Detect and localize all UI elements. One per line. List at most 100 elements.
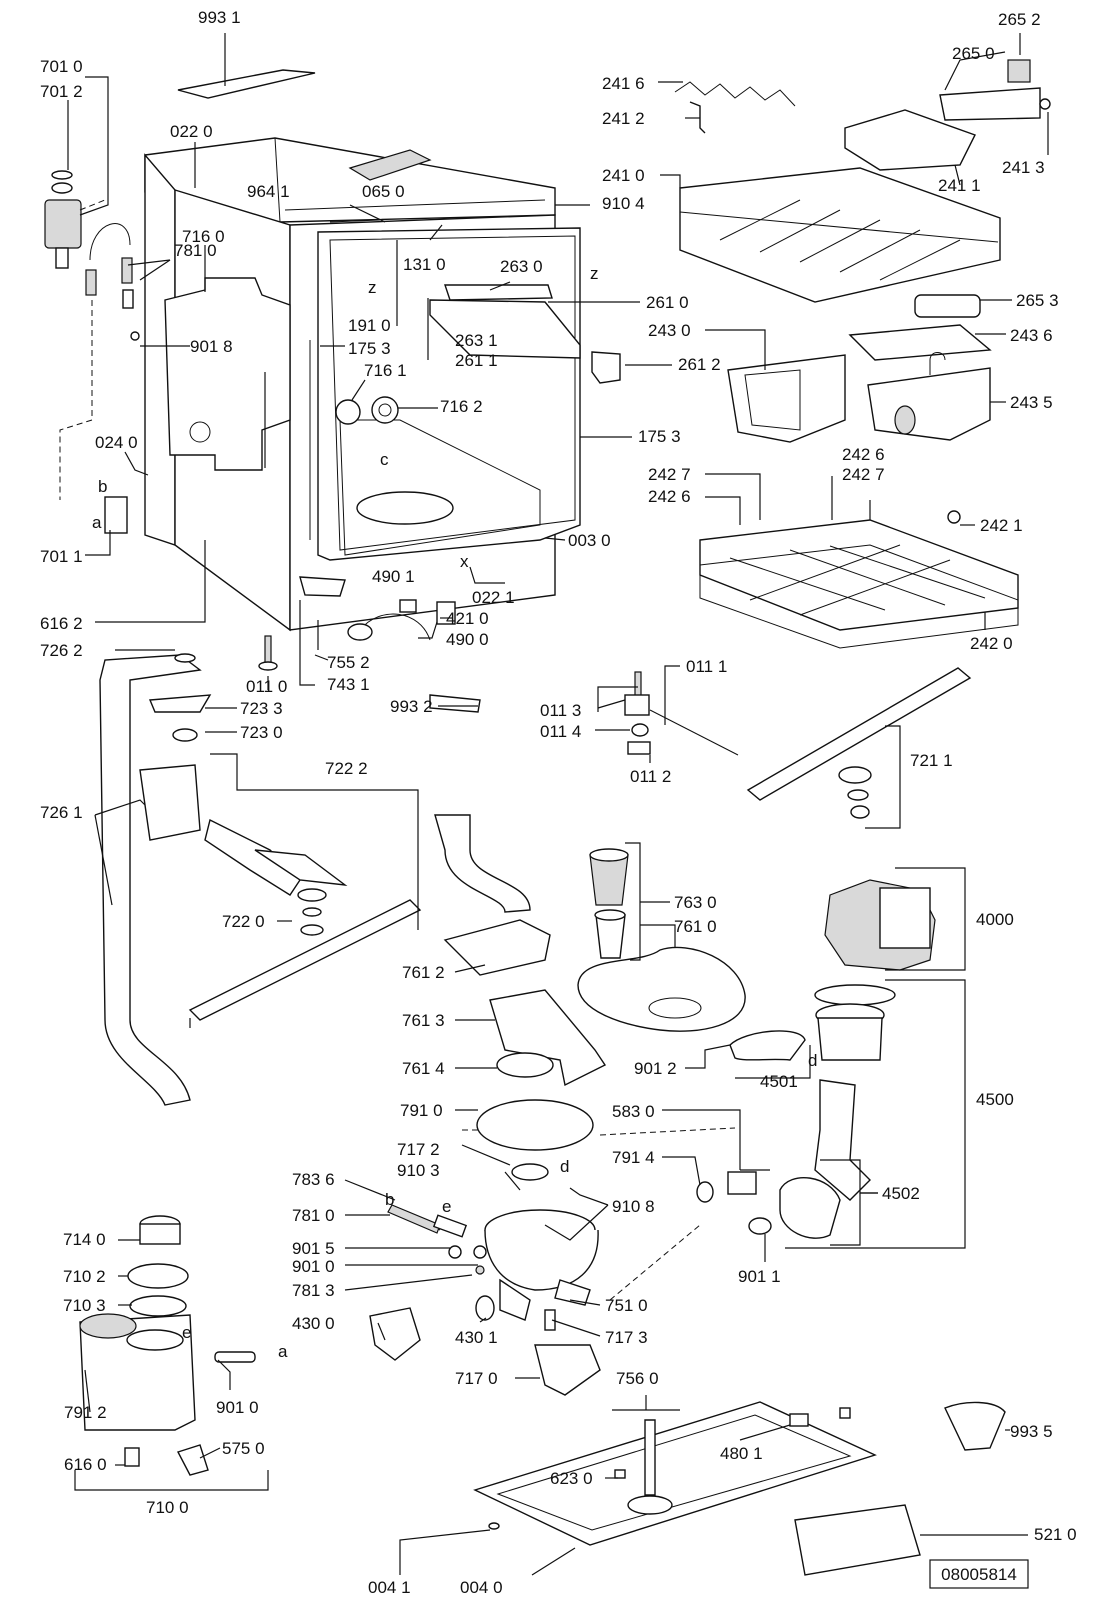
part-number-label: 4500 — [976, 1090, 1014, 1109]
part-number-label: 583 0 — [612, 1102, 655, 1121]
tub-housing — [144, 137, 621, 632]
part-number-label: 261 2 — [678, 355, 721, 374]
part-number-label: 721 1 — [910, 751, 953, 770]
part-number-label: 243 0 — [648, 321, 691, 340]
part-number-label: 791 4 — [612, 1148, 655, 1167]
part-number-label: 011 2 — [630, 767, 671, 786]
part-number-label: 175 3 — [348, 339, 391, 358]
part-number-label: 901 8 — [190, 337, 233, 356]
part-number-label: 761 3 — [402, 1011, 445, 1030]
part-number-label: 011 3 — [540, 701, 581, 720]
part-number-label: 265 0 — [952, 44, 995, 63]
part-number-label: 751 0 — [605, 1296, 648, 1315]
part-drawings — [44, 59, 1051, 1576]
bracket-011 — [624, 671, 739, 756]
small-bottom-parts — [258, 576, 481, 713]
part-number-label: 910 3 — [397, 1161, 440, 1180]
part-number-label: 726 2 — [40, 641, 83, 660]
part-number-label: 761 2 — [402, 963, 445, 982]
filters-763 — [577, 848, 746, 1032]
lower-basket — [699, 510, 1019, 649]
ref-letter: e — [442, 1197, 451, 1216]
part-number-label: 241 1 — [938, 176, 981, 195]
ref-letter: b — [385, 1190, 394, 1209]
hose-connector-701 — [44, 170, 140, 534]
part-number-label: 243 6 — [1010, 326, 1053, 345]
part-number-label: 241 0 — [602, 166, 645, 185]
part-number-label: 781 0 — [174, 241, 217, 260]
part-number-label: 004 0 — [460, 1578, 503, 1597]
ref-letter: d — [560, 1157, 569, 1176]
part-number-label: 003 0 — [568, 531, 611, 550]
part-number-label: 616 2 — [40, 614, 83, 633]
part-number-label: 242 7 — [648, 465, 691, 484]
drawing-id-box: 08005814 — [929, 1559, 1029, 1589]
ref-letter: z — [590, 264, 599, 283]
part-number-label: 710 3 — [63, 1296, 106, 1315]
part-number-label: 791 2 — [64, 1403, 107, 1422]
upper-basket — [674, 59, 1051, 318]
part-number-label: 722 2 — [325, 759, 368, 778]
part-number-label: 191 0 — [348, 316, 391, 335]
part-number-label: 241 3 — [1002, 158, 1045, 177]
ref-letter: z — [368, 278, 377, 297]
part-number-label: 265 2 — [998, 10, 1041, 29]
part-number-label: 910 4 — [602, 194, 645, 213]
part-number-label: 175 3 — [638, 427, 681, 446]
part-number-label: 261 1 — [455, 351, 498, 370]
part-number-label: 263 1 — [455, 331, 498, 350]
part-number-label: 710 0 — [146, 1498, 189, 1517]
ref-letter: a — [278, 1342, 288, 1361]
spray-tube-726 — [99, 653, 422, 1106]
part-number-label: 131 0 — [403, 255, 446, 274]
part-number-label: 065 0 — [362, 182, 405, 201]
part-number-label: 701 2 — [40, 82, 83, 101]
part-number-label: 716 1 — [364, 361, 407, 380]
part-number-label: 011 1 — [686, 657, 727, 676]
part-number-label: 791 0 — [400, 1101, 443, 1120]
cutlery-baskets — [727, 324, 992, 443]
part-number-label: 004 1 — [368, 1578, 411, 1597]
part-number-label: 717 2 — [397, 1140, 440, 1159]
part-number-label: 726 1 — [40, 803, 83, 822]
leader-lines — [67, 33, 1049, 1576]
circulation-pump — [729, 879, 936, 1239]
part-number-label: 723 3 — [240, 699, 283, 718]
part-number-label: 011 0 — [246, 677, 287, 696]
part-number-label: 4501 — [760, 1072, 798, 1091]
part-number-label: 993 1 — [198, 8, 241, 27]
middle-pipe — [434, 814, 607, 1087]
part-number-label: 242 6 — [842, 445, 885, 464]
part-number-label: 763 0 — [674, 893, 717, 912]
part-number-label: 901 2 — [634, 1059, 677, 1078]
part-number-label: 781 0 — [292, 1206, 335, 1225]
part-number-label: 024 0 — [95, 433, 138, 452]
part-number-label: 714 0 — [63, 1230, 106, 1249]
part-number-label: 756 0 — [616, 1369, 659, 1388]
part-number-label: 761 0 — [674, 917, 717, 936]
part-number-label: 901 5 — [292, 1239, 335, 1258]
part-number-label: 421 0 — [446, 609, 489, 628]
part-number-label: 701 0 — [40, 57, 83, 76]
base-frame — [473, 1401, 1006, 1576]
ref-letter: a — [92, 513, 102, 532]
part-number-label: 901 0 — [292, 1257, 335, 1276]
part-number-label: 430 1 — [455, 1328, 498, 1347]
water-softener — [79, 1215, 256, 1476]
part-number-label: 701 1 — [40, 547, 83, 566]
part-number-label: 901 1 — [738, 1267, 781, 1286]
part-number-label: 993 5 — [1010, 1422, 1053, 1441]
part-number-label: 901 0 — [216, 1398, 259, 1417]
part-number-label: 263 0 — [500, 257, 543, 276]
part-number-label: 716 0 — [182, 227, 225, 246]
part-number-label: 242 6 — [648, 487, 691, 506]
part-number-label: 521 0 — [1034, 1525, 1077, 1544]
part-number-label: 022 1 — [472, 588, 515, 607]
tub-sump-opening — [356, 491, 454, 525]
part-number-label: 480 1 — [720, 1444, 763, 1463]
ref-letter: b — [98, 477, 107, 496]
ref-letter: e — [182, 1323, 191, 1342]
part-number-label: 430 0 — [292, 1314, 335, 1333]
part-number-label: 261 0 — [646, 293, 689, 312]
